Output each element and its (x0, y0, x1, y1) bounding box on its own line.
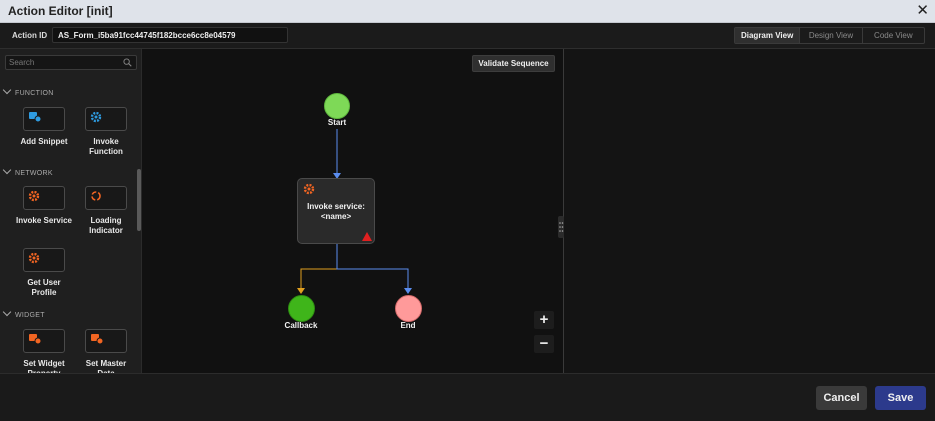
properties-panel (564, 49, 935, 373)
save-button[interactable]: Save (875, 386, 926, 410)
window-titlebar: Action Editor [init] ✕ (0, 0, 935, 23)
tile-set-widget-property[interactable]: Set Widget Property (14, 329, 74, 373)
gear-icon (28, 190, 40, 202)
tile-label: Get User Profile (27, 278, 61, 297)
end-node[interactable] (395, 295, 422, 322)
gear-icon (28, 252, 40, 264)
section-widget[interactable]: WIDGET (2, 307, 45, 319)
start-label: Start (327, 118, 347, 127)
cancel-button[interactable]: Cancel (816, 386, 867, 410)
service-node-title: Invoke service: <name> (307, 202, 365, 221)
diagram-canvas[interactable]: Validate Sequence Start Invoke service: … (142, 49, 563, 373)
chevron-down-icon (2, 307, 12, 317)
tile-loading-indicator[interactable]: Loading Indicator (76, 186, 136, 236)
action-id-field[interactable]: AS_Form_i5ba91fcc44745f182bcce6cc8e04579 (52, 27, 288, 43)
zoom-in-button[interactable]: + (534, 311, 554, 329)
connector-service-end (336, 244, 409, 289)
snippet-icon (29, 112, 42, 123)
widget-icon (29, 334, 42, 345)
search-input[interactable]: Search (5, 55, 137, 70)
actions-palette: Search FUNCTION Add Snippet Invoke Funct… (0, 49, 142, 373)
gear-icon (303, 183, 315, 195)
callback-label: Callback (284, 321, 318, 330)
section-function[interactable]: FUNCTION (2, 85, 54, 97)
sidebar-scrollbar[interactable] (137, 169, 141, 231)
tab-code-view[interactable]: Code View (861, 28, 924, 43)
end-label: End (400, 321, 416, 330)
action-id-label: Action ID (12, 31, 48, 40)
drag-handle-icon[interactable] (558, 216, 564, 238)
tile-label: Invoke Function (89, 137, 123, 156)
window-title: Action Editor [init] (8, 4, 113, 18)
chevron-down-icon (2, 85, 12, 95)
search-icon (123, 58, 132, 67)
invoke-service-node[interactable]: Invoke service: <name> (297, 178, 375, 244)
tile-invoke-function[interactable]: Invoke Function (76, 107, 136, 157)
tab-design-view[interactable]: Design View (799, 28, 861, 43)
tile-get-user-profile[interactable]: Get User Profile (14, 248, 74, 298)
tab-diagram-view[interactable]: Diagram View (735, 28, 800, 43)
connector-service-callback (300, 244, 338, 289)
tile-label: Set Widget Property (23, 359, 65, 373)
start-node[interactable] (324, 93, 350, 119)
tile-label: Loading Indicator (89, 216, 123, 235)
callback-node[interactable] (288, 295, 315, 322)
dialog-footer: Cancel Save (0, 373, 935, 421)
connectors (297, 129, 412, 294)
search-placeholder: Search (9, 58, 35, 67)
view-tabs: Diagram View Design View Code View (734, 27, 925, 44)
chevron-down-icon (2, 165, 12, 175)
panel-splitter[interactable] (563, 49, 564, 373)
action-toolbar: Action ID AS_Form_i5ba91fcc44745f182bcce… (0, 23, 935, 49)
section-network[interactable]: NETWORK (2, 165, 53, 177)
gear-icon (90, 111, 102, 123)
tile-set-master-data[interactable]: Set Master Data (76, 329, 136, 373)
tile-label: Set Master Data (85, 359, 127, 373)
arrowhead (333, 173, 341, 179)
close-icon[interactable]: ✕ (916, 2, 929, 19)
tile-add-snippet[interactable]: Add Snippet (14, 107, 74, 147)
tile-invoke-service[interactable]: Invoke Service (14, 186, 74, 226)
validate-sequence-button[interactable]: Validate Sequence (472, 55, 555, 72)
arrowhead (404, 288, 412, 294)
warning-icon (362, 232, 372, 241)
zoom-out-button[interactable]: − (534, 335, 554, 353)
tile-label: Invoke Service (15, 216, 73, 225)
arrowhead (297, 288, 305, 294)
tile-label: Add Snippet (20, 137, 68, 146)
widget-icon (91, 334, 104, 345)
spinner-icon (91, 191, 101, 201)
